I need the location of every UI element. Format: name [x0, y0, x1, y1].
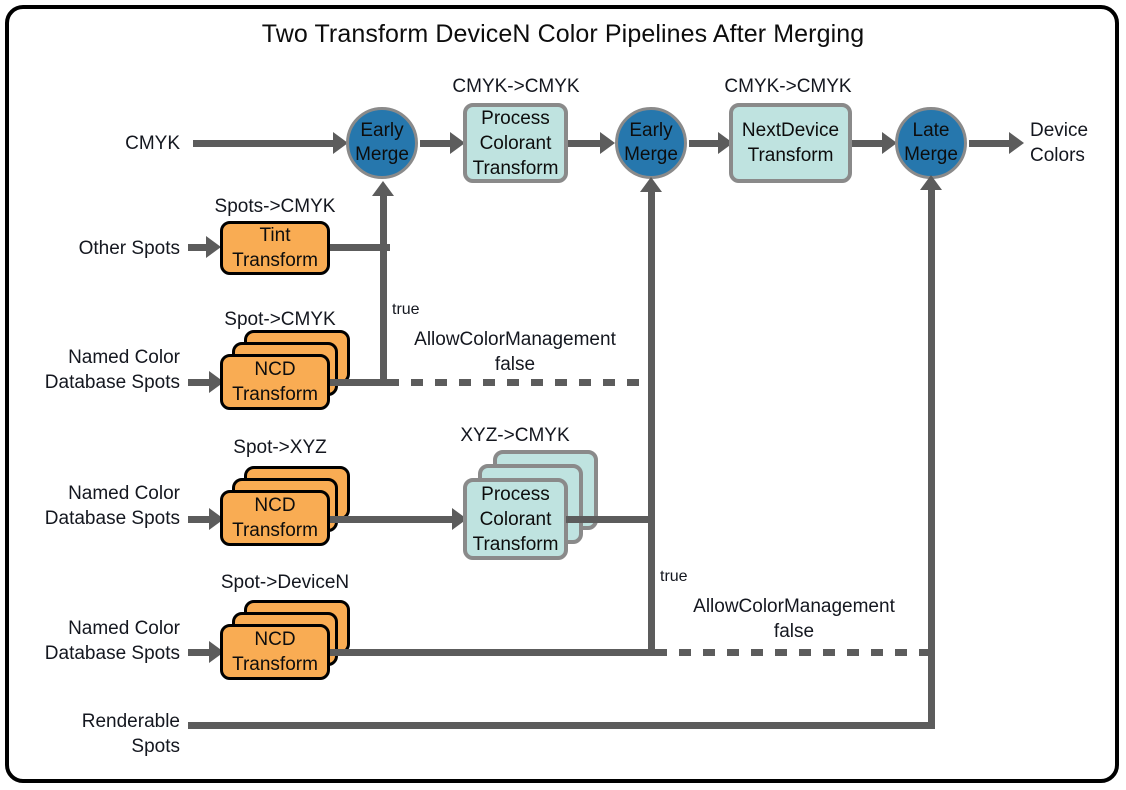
connector-ncd2-input — [188, 516, 213, 523]
caption-next-device-transform: CMYK->CMYK — [724, 76, 852, 97]
tint-line2: Transform — [232, 250, 318, 271]
switch-1-true-label: true — [392, 301, 420, 318]
switch-2-false-branch — [655, 649, 935, 656]
switch-1-false-label: false — [494, 354, 536, 375]
node-process-colorant-transform-1[interactable]: Process Colorant Transform — [463, 103, 568, 183]
ndt-line1: NextDevice — [741, 120, 840, 141]
node-ncd-transform-2[interactable]: NCD Transform — [220, 490, 330, 546]
connector-ndt-to-late-merge — [852, 140, 886, 147]
node-tint-transform[interactable]: Tint Transform — [220, 221, 330, 275]
ncd1-line2: Transform — [232, 384, 318, 405]
connector-ncd1-to-riser — [330, 379, 387, 386]
arrowhead-riser-to-early-merge-1 — [372, 181, 394, 196]
page-title: Two Transform DeviceN Color Pipelines Af… — [261, 20, 865, 48]
switch-2-name: AllowColorManagement — [693, 596, 895, 617]
connector-pct1-to-early-merge-2 — [568, 140, 603, 147]
node-ncd-transform-3-stack[interactable]: NCD Transform — [220, 600, 350, 682]
pct1-line2: Colorant — [479, 132, 552, 154]
pct2-line3: Transform — [472, 533, 559, 555]
node-early-merge-2[interactable]: Early Merge — [615, 107, 687, 179]
node-late-merge[interactable]: Late Merge — [895, 107, 967, 179]
output-label-device-colors: Device Colors — [1030, 118, 1120, 168]
connector-riser-to-early-merge-1 — [380, 196, 387, 382]
input-label-named-color-db-1: Named Color Database Spots — [44, 347, 180, 393]
node-early-merge-1[interactable]: Early Merge — [346, 107, 418, 179]
node-ncd-transform-3[interactable]: NCD Transform — [220, 624, 330, 680]
connector-riser-to-late-merge — [928, 190, 935, 726]
arrowhead-riser-to-late-merge — [920, 175, 942, 190]
connector-ncd2-to-pct2 — [330, 516, 455, 523]
input-label-renderable-spots: Renderable Spots — [81, 711, 180, 757]
switch-1-name: AllowColorManagement — [414, 329, 616, 350]
input-label-other-spots: Other Spots — [78, 238, 180, 259]
arrowhead-riser-to-early-merge-2 — [640, 177, 662, 192]
caption-ncd-transform-1: Spot->CMYK — [224, 309, 336, 330]
device-colors-text: Device Colors — [1030, 120, 1089, 166]
input-label-named-color-db-3: Named Color Database Spots — [44, 618, 180, 664]
arrowhead-ndt-to-late-merge — [882, 132, 897, 154]
ncd2-line1: NCD — [254, 495, 296, 516]
connector-renderable-spots-to-riser-3 — [188, 722, 935, 729]
ncd1-line1: NCD — [254, 359, 296, 380]
arrowhead-cmyk-to-early-merge-1 — [333, 132, 348, 154]
node-process-colorant-transform-2-stack[interactable]: Process Colorant Transform — [463, 450, 608, 560]
connector-ncd3-to-riser-2 — [330, 649, 655, 656]
arrowhead-late-merge-to-device-colors — [1009, 132, 1024, 154]
caption-process-colorant-transform-1: CMYK->CMYK — [452, 76, 580, 97]
connector-late-merge-to-device-colors — [969, 140, 1013, 147]
arrowhead-other-spots-to-tint — [206, 236, 221, 258]
connector-riser-to-early-merge-2 — [648, 192, 655, 656]
pct1-line3: Transform — [472, 157, 559, 179]
early-merge-2-line2: Merge — [624, 144, 678, 165]
ncd3-line1: NCD — [254, 629, 296, 650]
switch-2-true-label: true — [660, 568, 688, 585]
input-label-cmyk: CMYK — [125, 133, 180, 154]
connector-cmyk-to-early-merge-1 — [193, 140, 336, 147]
tint-line1: Tint — [259, 225, 291, 246]
arrowhead-pct1-to-early-merge-2 — [600, 132, 615, 154]
pct1-line1: Process — [481, 107, 550, 129]
arrowhead-early-merge-1-to-pct1 — [450, 132, 465, 154]
early-merge-1-line1: Early — [360, 120, 404, 141]
connector-early-merge-1-to-pct1 — [420, 140, 453, 147]
ncd3-line2: Transform — [232, 654, 318, 675]
diagram-frame — [5, 5, 1119, 783]
ncd2-line2: Transform — [232, 520, 318, 541]
connector-tint-to-riser — [330, 244, 390, 251]
node-next-device-transform[interactable]: NextDevice Transform — [729, 103, 852, 183]
ndt-line2: Transform — [747, 145, 834, 166]
early-merge-2-line1: Early — [629, 120, 673, 141]
switch-2-false-label: false — [773, 621, 815, 642]
pct2-line2: Colorant — [479, 508, 552, 530]
connector-ncd1-input — [188, 379, 213, 386]
late-merge-line1: Late — [912, 120, 950, 141]
input-label-named-color-db-2: Named Color Database Spots — [44, 483, 180, 529]
caption-tint-transform: Spots->CMYK — [214, 196, 336, 217]
caption-ncd-transform-3: Spot->DeviceN — [220, 572, 350, 593]
pct2-line1: Process — [481, 483, 550, 505]
node-ncd-transform-1-stack[interactable]: NCD Transform — [220, 330, 350, 410]
connector-ncd3-input — [188, 649, 213, 656]
late-merge-line2: Merge — [904, 144, 958, 165]
early-merge-1-line2: Merge — [355, 144, 409, 165]
connector-other-spots-to-tint — [188, 244, 210, 251]
node-process-colorant-transform-2[interactable]: Process Colorant Transform — [463, 478, 568, 560]
caption-process-colorant-transform-2: XYZ->CMYK — [460, 425, 570, 446]
node-ncd-transform-1[interactable]: NCD Transform — [220, 354, 330, 410]
connector-early-merge-2-to-ndt — [689, 140, 722, 147]
caption-ncd-transform-2: Spot->XYZ — [233, 437, 327, 458]
switch-1-false-branch — [387, 379, 655, 386]
node-ncd-transform-2-stack[interactable]: NCD Transform — [220, 466, 350, 548]
connector-pct2-to-riser-2 — [566, 516, 655, 523]
